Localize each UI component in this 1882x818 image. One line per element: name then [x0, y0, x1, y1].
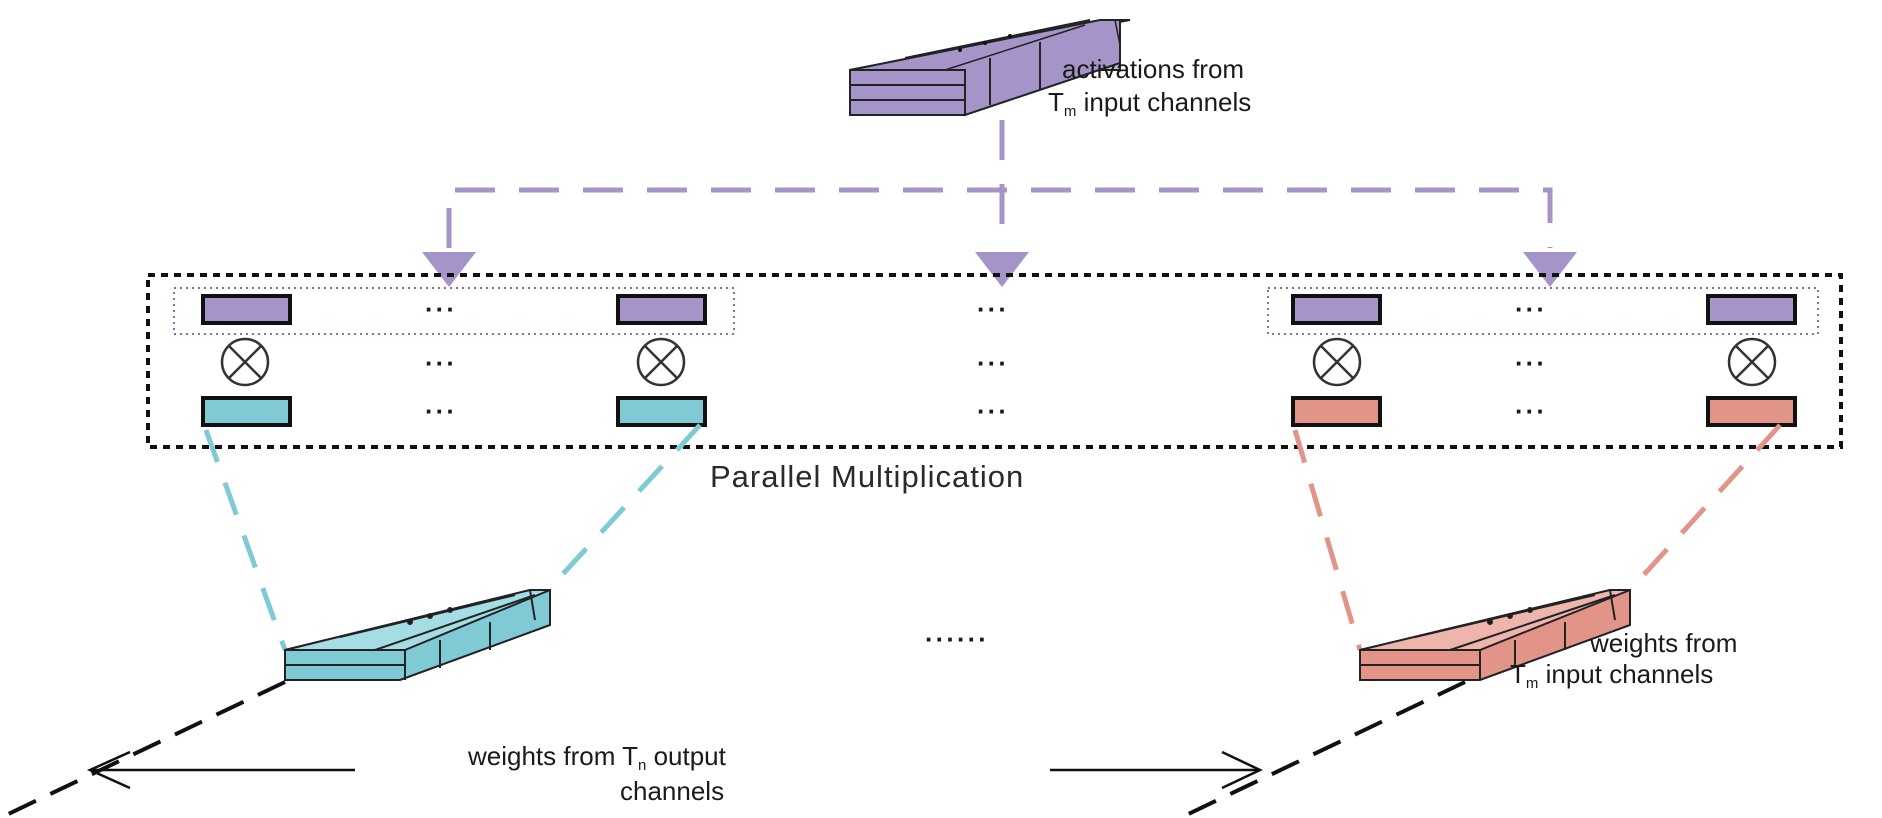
weight-block-right [1359, 589, 1631, 681]
circle-times-icon [1727, 337, 1777, 387]
weight-left-connector [203, 423, 702, 651]
multiply-symbols [220, 337, 1777, 387]
ellipsis-between-blocks: ······ [925, 624, 989, 654]
activation-cell [1706, 294, 1797, 325]
activation-cell [1291, 294, 1382, 325]
weight-cells [201, 396, 1797, 427]
weights-right-label-line1: weights from [1589, 628, 1737, 658]
activation-distribution-lines [446, 120, 1553, 248]
diagram-title: Parallel Multiplication [710, 459, 1024, 494]
weight-block-left [284, 589, 551, 681]
ellipsis: ··· [425, 294, 457, 324]
output-channel-guides [0, 680, 1466, 818]
ellipsis: ··· [1515, 396, 1547, 426]
weights-span-label-line2: channels [620, 776, 724, 806]
weight-cell-left [616, 396, 707, 427]
activation-block-body [849, 19, 1121, 117]
circle-times-icon [220, 337, 270, 387]
activations-label-line2: Tm input channels [1048, 87, 1251, 120]
activation-cell [201, 294, 292, 325]
weight-cell-right [1291, 396, 1382, 427]
activation-cell [616, 294, 707, 325]
ellipsis: ··· [977, 348, 1009, 378]
weight-cell-left [201, 396, 292, 427]
activations-label-line1: activations from [1062, 54, 1244, 84]
ellipsis: ··· [1515, 348, 1547, 378]
parallel-multiplication-box [146, 273, 1843, 449]
circle-times-icon [636, 337, 686, 387]
circle-times-icon [1312, 337, 1362, 387]
output-channel-span-arrow [86, 750, 1263, 790]
ellipsis: ··· [977, 396, 1009, 426]
activation-cells [201, 294, 1797, 325]
weight-cell-right [1706, 396, 1797, 427]
weights-right-label-line2: Tm input channels [1510, 659, 1713, 692]
arrow-down-icon [422, 252, 1577, 287]
ellipsis: ··· [425, 348, 457, 378]
weight-right-connector [1292, 423, 1782, 651]
activation-block-front [849, 69, 966, 116]
activation-group-right [1267, 287, 1819, 335]
activation-block [849, 19, 1131, 117]
weights-span-label-line1: weights from Tn output [467, 741, 727, 774]
ellipsis: ··· [425, 396, 457, 426]
activation-group-left [173, 287, 735, 335]
ellipsis: ··· [1515, 294, 1547, 324]
ellipsis: ··· [977, 294, 1009, 324]
